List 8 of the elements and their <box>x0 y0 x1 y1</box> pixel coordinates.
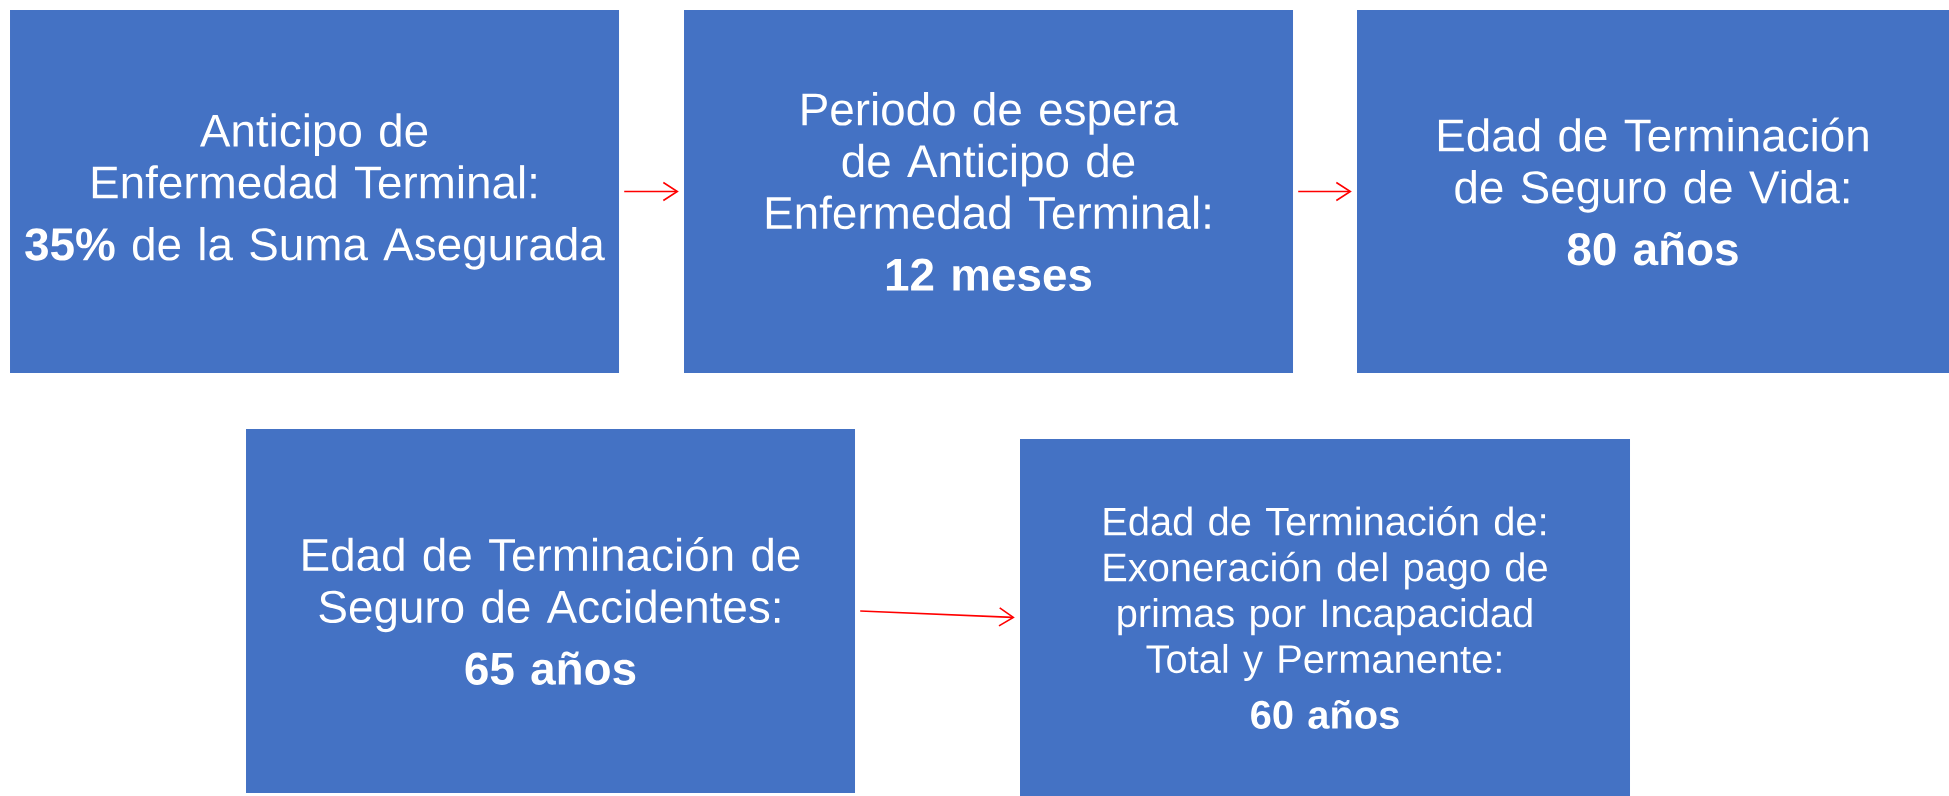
arrow <box>859 607 1015 627</box>
text-box: Edad de Terminación de: Exoneración del pago de primas por Incapacidad Total y Permanente: 60 años <box>1020 439 1630 796</box>
text-box: Edad de Terminación de Seguro de Accidentes: 65 años <box>246 429 855 793</box>
arrow <box>623 181 679 202</box>
text-box: Edad de Terminación de Seguro de Vida: 80 años <box>1357 10 1949 373</box>
text-box: Periodo de espera de Anticipo de Enfermedad Terminal: 12 meses <box>684 10 1293 373</box>
arrow <box>1297 181 1352 202</box>
text-box: Anticipo de Enfermedad Terminal: 35% de la Suma Asegurada <box>10 10 619 373</box>
